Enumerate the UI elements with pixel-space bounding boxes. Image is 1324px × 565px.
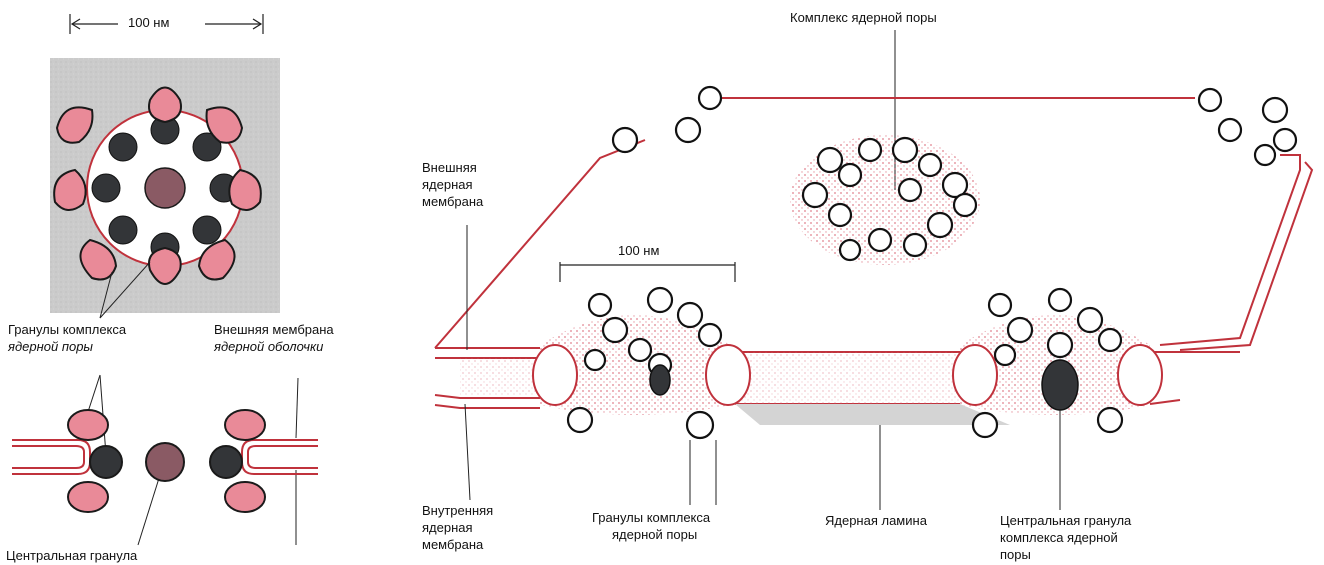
left-granules-label-line1: Гранулы комплекса (8, 322, 126, 338)
outer-nuclear-membrane-label-2: ядерная (422, 177, 473, 193)
inner-nuclear-membrane-label-3: мембрана (422, 537, 483, 553)
left-central-granule-label: Центральная гранула (6, 548, 137, 564)
right-panel (435, 30, 1312, 510)
central-granule-label-3: поры (1000, 547, 1031, 563)
right-granules-label-1: Гранулы комплекса (592, 510, 710, 526)
central-granule-face (145, 168, 185, 208)
outer-nuclear-membrane-label-1: Внешняя (422, 160, 477, 176)
nuclear-lamina-label: Ядерная ламина (825, 513, 927, 529)
left-scale-label: 100 нм (125, 15, 172, 30)
inner-nuclear-membrane-label-2: ядерная (422, 520, 473, 536)
inner-nuclear-membrane-label-1: Внутренняя (422, 503, 493, 519)
nuclear-lamina (735, 404, 1010, 425)
right-scale-bar (560, 262, 735, 282)
left-outer-membrane-label-line2: ядерной оболочки (214, 339, 323, 355)
central-granule-label-2: комплекса ядерной (1000, 530, 1118, 546)
outer-nuclear-membrane-label-3: мембрана (422, 194, 483, 210)
right-granules-label-2: ядерной поры (612, 527, 697, 543)
left-outer-membrane-label-line1: Внешняя мембрана (214, 322, 334, 338)
central-granule-label-1: Центральная гранула (1000, 513, 1131, 529)
left-panel (12, 14, 318, 545)
left-granules-label-line2: ядерной поры (8, 339, 93, 355)
pore-complex-title: Комплекс ядерной поры (790, 10, 937, 26)
cross-section-granules (68, 410, 265, 512)
right-scale-label: 100 нм (615, 243, 662, 258)
